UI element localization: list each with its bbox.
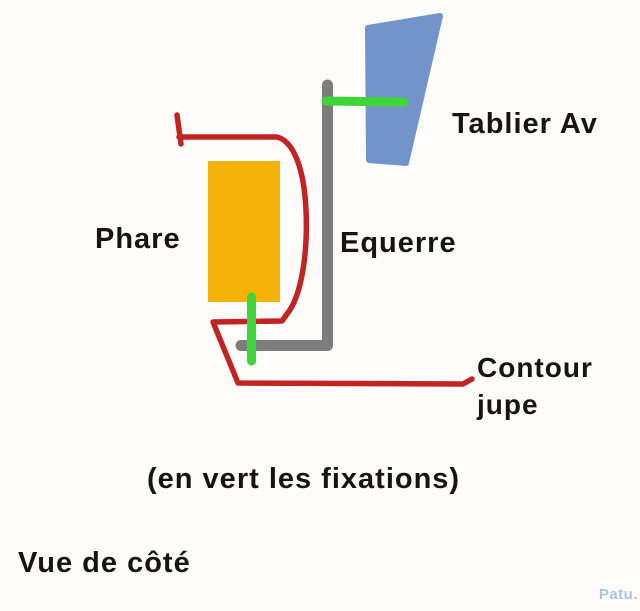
- contour-jupe-label-line1: Contour: [477, 352, 593, 383]
- contour-path: [174, 112, 475, 387]
- view-title: Vue de côté: [18, 547, 191, 579]
- author-watermark: Patu.: [598, 586, 638, 603]
- tablier-shape: [365, 13, 443, 166]
- contour-jupe-label: Contour jupe: [477, 349, 593, 423]
- equerre-bracket: [235, 79, 333, 351]
- fixation-line-tablier: [321, 96, 409, 107]
- equerre-label: Equerre: [340, 227, 457, 259]
- phare-shape: [208, 161, 280, 302]
- tablier-label: Tablier Av: [452, 108, 598, 140]
- contour-jupe-label-line2: jupe: [477, 389, 539, 420]
- phare-label: Phare: [95, 223, 181, 255]
- fixations-caption: (en vert les fixations): [147, 463, 461, 495]
